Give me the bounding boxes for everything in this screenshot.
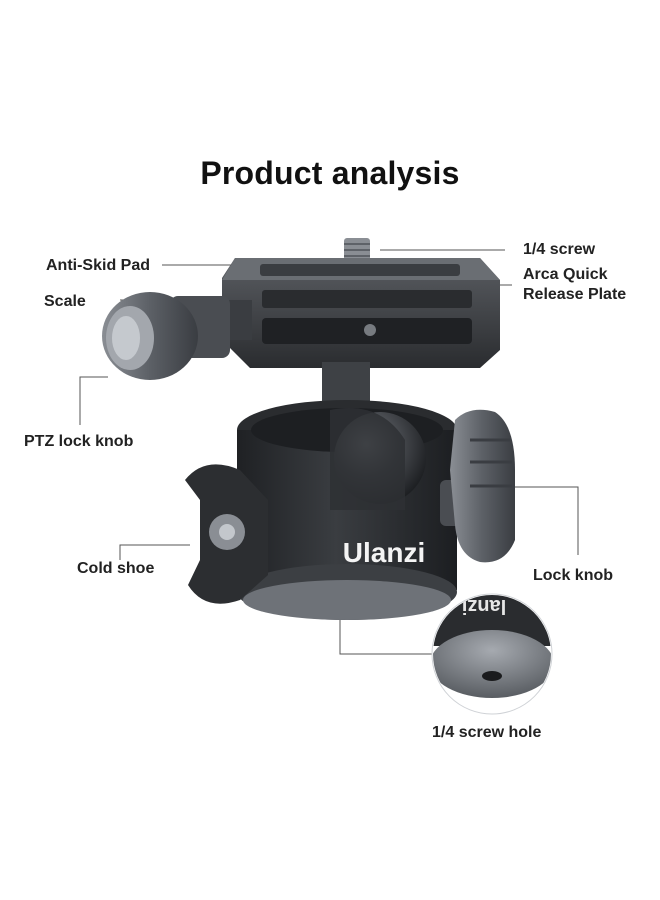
arca-plate: [222, 258, 500, 368]
lock-knob: [440, 409, 515, 563]
page-title: Product analysis: [200, 155, 460, 191]
leader-screw-hole: [339, 620, 432, 655]
label-cold-shoe: Cold shoe: [77, 560, 155, 577]
leader-lock-knob: [510, 486, 579, 555]
label-scale: Scale: [44, 293, 86, 310]
label-anti-skid-pad: Anti-Skid Pad: [46, 257, 151, 274]
cold-shoe: [185, 464, 268, 604]
leader-ptz: [79, 376, 108, 425]
label-ptz-lock-knob: PTZ lock knob: [24, 433, 134, 450]
leader-cold-shoe: [119, 544, 190, 560]
brand-fragment: lanzi: [462, 595, 506, 617]
label-lock-knob: Lock knob: [533, 567, 614, 584]
label-screw-hole: 1/4 screw hole: [432, 724, 542, 741]
ptz-knob: [102, 292, 230, 380]
label-arca-plate: Arca Quick Release Plate: [523, 266, 627, 303]
brand-logo: Ulanzi: [343, 537, 425, 568]
ball-head-body: Ulanzi: [237, 400, 457, 620]
screw-hole-zoom: lanzi: [431, 593, 553, 715]
label-quarter-screw: 1/4 screw: [523, 241, 596, 258]
quarter-screw: [344, 238, 370, 264]
